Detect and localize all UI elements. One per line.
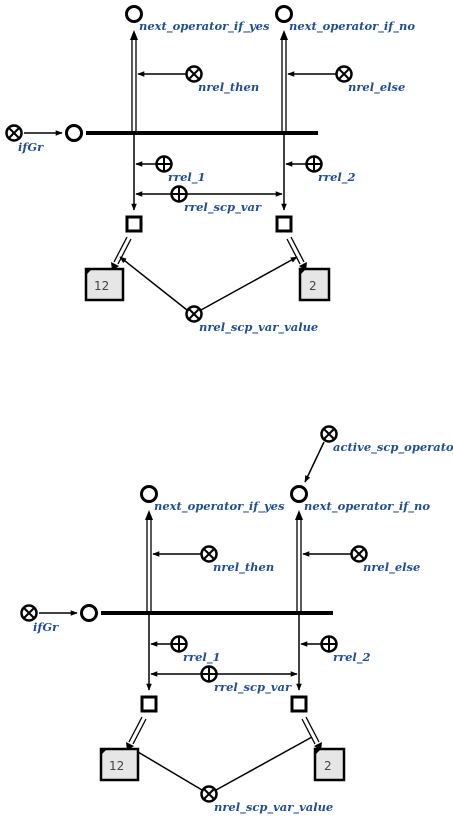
link-value-left[interactable]: 12 xyxy=(84,267,125,302)
node-nrel-then[interactable] xyxy=(200,545,218,563)
node-nrel-scp-var-value[interactable] xyxy=(185,305,203,323)
node-ifgr-class[interactable] xyxy=(20,604,38,622)
arc-var-left-to-value xyxy=(126,716,147,751)
node-active-scp-operator[interactable] xyxy=(320,425,338,443)
arc-var-left-to-value xyxy=(111,236,132,271)
label-rrel-2: rrel_2 xyxy=(318,170,356,185)
label-rrel-1: rrel_1 xyxy=(183,650,221,665)
node-if-operator[interactable] xyxy=(65,124,83,142)
arc-var-right-to-value xyxy=(301,716,322,751)
arc-then-pair xyxy=(145,510,153,613)
node-next-operator-if-yes[interactable] xyxy=(140,485,158,503)
node-rrel-scp-var[interactable] xyxy=(170,185,188,203)
arrow-value-to-right xyxy=(200,256,298,311)
node-var-right[interactable] xyxy=(290,695,308,713)
label-rrel-2: rrel_2 xyxy=(333,650,371,665)
node-rrel-1[interactable] xyxy=(170,635,188,653)
node-next-operator-if-no[interactable] xyxy=(290,485,308,503)
node-next-operator-if-yes[interactable] xyxy=(125,5,143,23)
label-active-scp-operator: active_scp_operator xyxy=(333,440,453,455)
label-ifgr: ifGr xyxy=(33,620,59,634)
label-next-operator-if-yes: next_operator_if_yes xyxy=(139,19,270,34)
label-rrel-scp-var: rrel_scp_var xyxy=(184,200,262,215)
label-nrel-then: nrel_then xyxy=(213,560,274,575)
node-nrel-scp-var-value[interactable] xyxy=(200,785,218,803)
label-nrel-else: nrel_else xyxy=(363,560,420,575)
arrow-value-to-left xyxy=(119,256,188,311)
node-rrel-scp-var[interactable] xyxy=(200,665,218,683)
node-rrel-2[interactable] xyxy=(320,635,338,653)
label-next-operator-if-no: next_operator_if_no xyxy=(289,19,415,34)
node-if-operator[interactable] xyxy=(80,604,98,622)
node-nrel-else[interactable] xyxy=(335,65,353,83)
link-value-right[interactable]: 2 xyxy=(313,747,346,782)
node-nrel-else[interactable] xyxy=(350,545,368,563)
label-nrel-else: nrel_else xyxy=(348,80,405,95)
label-rrel-1: rrel_1 xyxy=(168,170,206,185)
label-next-operator-if-no: next_operator_if_no xyxy=(304,499,430,514)
line-value-to-right xyxy=(215,736,313,791)
node-next-operator-if-no[interactable] xyxy=(275,5,293,23)
label-nrel-scp-var-value: nrel_scp_var_value xyxy=(199,320,318,335)
arrow-active-scp-operator xyxy=(304,441,325,483)
label-nrel-then: nrel_then xyxy=(198,80,259,95)
label-nrel-scp-var-value: nrel_scp_var_value xyxy=(214,800,333,815)
value-right-text: 2 xyxy=(309,279,317,293)
node-var-left[interactable] xyxy=(125,215,143,233)
value-left-text: 12 xyxy=(109,759,124,773)
arc-then-pair xyxy=(130,30,138,133)
link-value-right[interactable]: 2 xyxy=(298,267,331,302)
label-rrel-scp-var: rrel_scp_var xyxy=(214,680,292,695)
node-var-right[interactable] xyxy=(275,215,293,233)
arc-else-pair xyxy=(295,510,303,613)
arc-else-pair xyxy=(280,30,288,133)
line-value-to-left xyxy=(137,751,203,791)
diagram-2: active_scp_operator next_operator_if_yes… xyxy=(20,425,453,815)
value-right-text: 2 xyxy=(324,759,332,773)
label-next-operator-if-yes: next_operator_if_yes xyxy=(154,499,285,514)
node-nrel-then[interactable] xyxy=(185,65,203,83)
label-ifgr: ifGr xyxy=(18,140,44,154)
diagram-1: next_operator_if_yes next_operator_if_no… xyxy=(5,5,415,335)
node-rrel-2[interactable] xyxy=(305,155,323,173)
node-rrel-1[interactable] xyxy=(155,155,173,173)
value-left-text: 12 xyxy=(94,279,109,293)
link-value-left[interactable]: 12 xyxy=(99,747,140,782)
arc-var-right-to-value xyxy=(286,236,307,271)
node-ifgr-class[interactable] xyxy=(5,124,23,142)
node-var-left[interactable] xyxy=(140,695,158,713)
